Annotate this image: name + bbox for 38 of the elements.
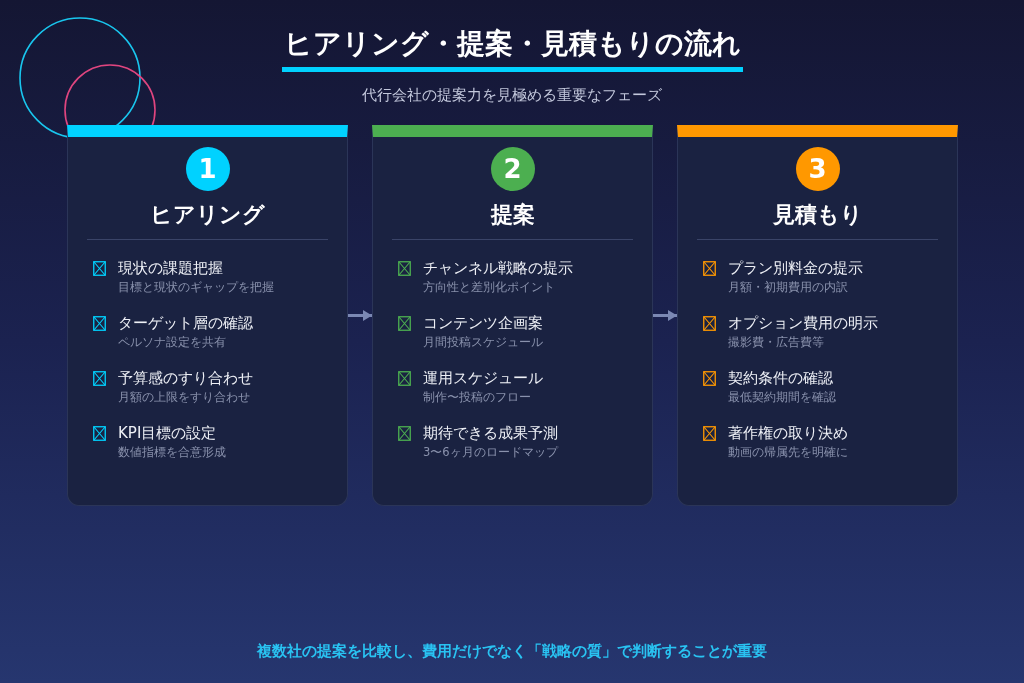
item-title: 期待できる成果予測 (423, 423, 558, 443)
item-description: 月間投稿スケジュール (423, 335, 543, 350)
item-description: 動画の帰属先を明確に (728, 445, 848, 460)
item-description: 月額・初期費用の内訳 (728, 280, 848, 295)
item-title: ターゲット層の確認 (118, 313, 253, 333)
phase-heading: ヒアリング (150, 201, 265, 229)
phase-card (372, 125, 653, 506)
step-number-badge: 1 (185, 147, 230, 191)
phase-heading: 提案 (490, 201, 535, 229)
phase-card (677, 125, 958, 506)
item-description: ペルソナ設定を共有 (118, 335, 226, 350)
item-description: 目標と現状のギャップを把握 (118, 280, 274, 295)
phase-card (67, 125, 348, 506)
item-description: 月額の上限をすり合わせ (118, 390, 250, 405)
item-description: 最低契約期間を確認 (728, 390, 836, 405)
item-title: チャンネル戦略の提示 (423, 258, 573, 278)
subtitle: 代行会社の提案力を見極める重要なフェーズ (362, 85, 662, 105)
step-number-badge: 2 (490, 147, 535, 191)
item-description: 3〜6ヶ月のロードマップ (423, 445, 558, 460)
item-title: コンテンツ企画案 (423, 313, 543, 333)
item-title: KPI目標の設定 (118, 423, 217, 443)
item-title: 著作権の取り決め (728, 423, 848, 443)
item-description: 数値指標を合意形成 (118, 445, 226, 460)
phase-heading: 見積もり (772, 201, 863, 229)
flow-arrow (348, 310, 372, 321)
item-description: 制作〜投稿のフロー (423, 390, 531, 405)
item-title: オプション費用の明示 (728, 313, 878, 333)
caption: 複数社の提案を比較し、費用だけでなく「戦略の質」で判断することが重要 (257, 641, 767, 661)
item-title: 現状の課題把握 (118, 258, 223, 278)
step-number-badge: 3 (795, 147, 840, 191)
item-title: 契約条件の確認 (728, 368, 833, 388)
item-description: 方向性と差別化ポイント (423, 280, 555, 295)
item-description: 撮影費・広告費等 (728, 335, 824, 350)
flow-arrow (653, 310, 677, 321)
item-title: プラン別料金の提示 (728, 258, 863, 278)
item-title: 予算感のすり合わせ (118, 368, 253, 388)
diagram-title: ヒアリング・提案・見積もりの流れ (283, 26, 741, 62)
item-title: 運用スケジュール (423, 368, 543, 388)
